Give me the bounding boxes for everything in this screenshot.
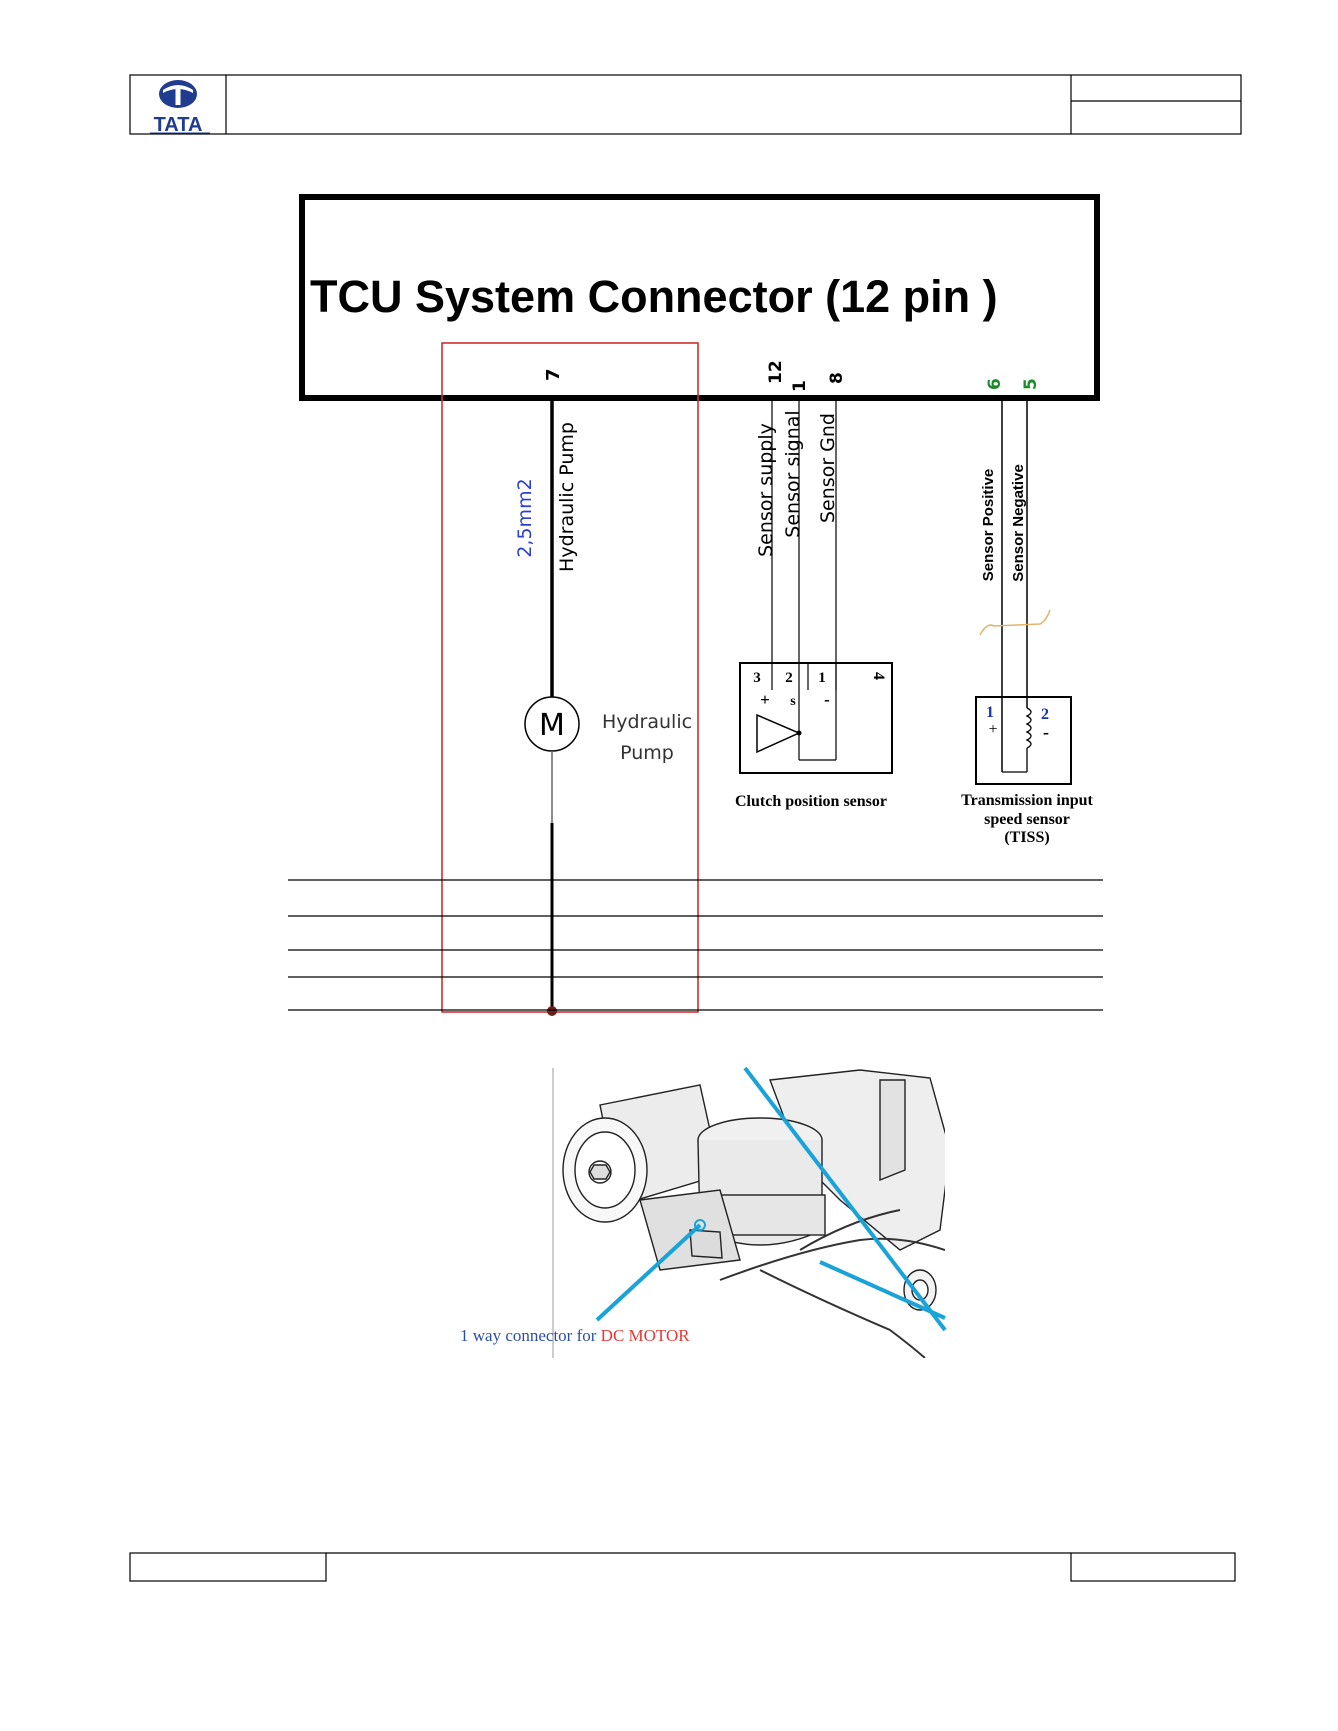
terminal-4-label: 4 bbox=[870, 672, 887, 680]
coil-icon bbox=[1025, 707, 1032, 749]
amplifier-triangle-icon bbox=[756, 713, 801, 754]
motor-label-line1: Hydraulic bbox=[602, 711, 692, 733]
callout-dc-motor: DC MOTOR bbox=[601, 1326, 691, 1345]
tiss-caption-line1: Transmission input bbox=[961, 792, 1093, 809]
tiss-minus-sign: - bbox=[1043, 722, 1049, 742]
page-footer bbox=[129, 1552, 1236, 1582]
callout-leader-line bbox=[595, 1223, 702, 1322]
sensor-positive-label: Sensor Positive bbox=[980, 469, 997, 582]
clutch-sensor-caption: Clutch position sensor bbox=[735, 793, 887, 810]
tiss-circuit: 6 5 Sensor Positive Sensor Negative 1 2 … bbox=[961, 378, 1093, 846]
tiss-caption-line2: speed sensor bbox=[984, 811, 1070, 828]
pump-circuit: 7 2,5mm2 Hydraulic Pump M Hydraulic Pump bbox=[514, 368, 692, 1016]
terminal-3-label: 3 bbox=[753, 670, 761, 686]
connector-title: TCU System Connector (12 pin ) bbox=[310, 271, 998, 322]
pin-12-label: 12 bbox=[766, 360, 786, 384]
motor-letter: M bbox=[539, 708, 565, 743]
connector-callout: 1 way connector for DC MOTOR bbox=[460, 1326, 690, 1345]
terminal-plus-sign: + bbox=[760, 690, 770, 709]
pin-7-label: 7 bbox=[543, 368, 564, 381]
shield-break-mark bbox=[979, 609, 1051, 636]
callout-prefix: 1 way connector for bbox=[460, 1326, 601, 1345]
leader-line-upper bbox=[743, 1066, 947, 1332]
terminal-minus-sign: - bbox=[824, 690, 830, 709]
tiss-caption-line3: (TISS) bbox=[1004, 829, 1049, 846]
tcu-connector-box bbox=[299, 194, 1100, 401]
pin-1-label: 1 bbox=[790, 380, 810, 392]
pin-5-label: 5 bbox=[1021, 378, 1041, 390]
header-frame bbox=[129, 74, 1242, 135]
sensor-negative-label: Sensor Negative bbox=[1010, 464, 1027, 582]
tiss-sensor-box bbox=[975, 696, 1072, 785]
tata-logo-icon bbox=[159, 80, 197, 108]
pump-highlight-frame bbox=[441, 342, 699, 1013]
connector-housing bbox=[689, 1229, 723, 1259]
motor-label-line2: Pump bbox=[620, 742, 674, 764]
terminal-s-sign: s bbox=[790, 694, 796, 709]
ground-junction-dot bbox=[547, 1006, 557, 1016]
pin-8-label: 8 bbox=[827, 372, 847, 384]
terminal-1-label: 1 bbox=[818, 670, 826, 686]
sensor-gnd-label: Sensor Gnd bbox=[817, 413, 839, 523]
sensor-signal-label: Sensor signal bbox=[782, 410, 804, 537]
sensor-supply-label: Sensor supply bbox=[755, 423, 777, 557]
ground-bus bbox=[288, 879, 1103, 1011]
clutch-sensor-circuit: 12 1 8 Sensor supply Sensor signal Senso… bbox=[735, 360, 893, 810]
wire-size-label: 2,5mm2 bbox=[514, 478, 536, 557]
hydraulic-pump-wire-label: Hydraulic Pump bbox=[556, 422, 578, 572]
tiss-terminal-1-label: 1 bbox=[986, 704, 994, 721]
clutch-sensor-box bbox=[739, 662, 893, 774]
leader-line-lower bbox=[819, 1260, 946, 1320]
pump-assembly-illustration: 1 way connector for DC MOTOR bbox=[460, 1066, 947, 1358]
tiss-plus-sign: + bbox=[988, 721, 997, 738]
page-header: TATA bbox=[129, 74, 1242, 136]
terminal-2-label: 2 bbox=[785, 670, 793, 686]
tiss-terminal-2-label: 2 bbox=[1041, 706, 1049, 723]
pin-6-label: 6 bbox=[985, 378, 1005, 390]
logo-wordmark: TATA bbox=[154, 114, 203, 136]
